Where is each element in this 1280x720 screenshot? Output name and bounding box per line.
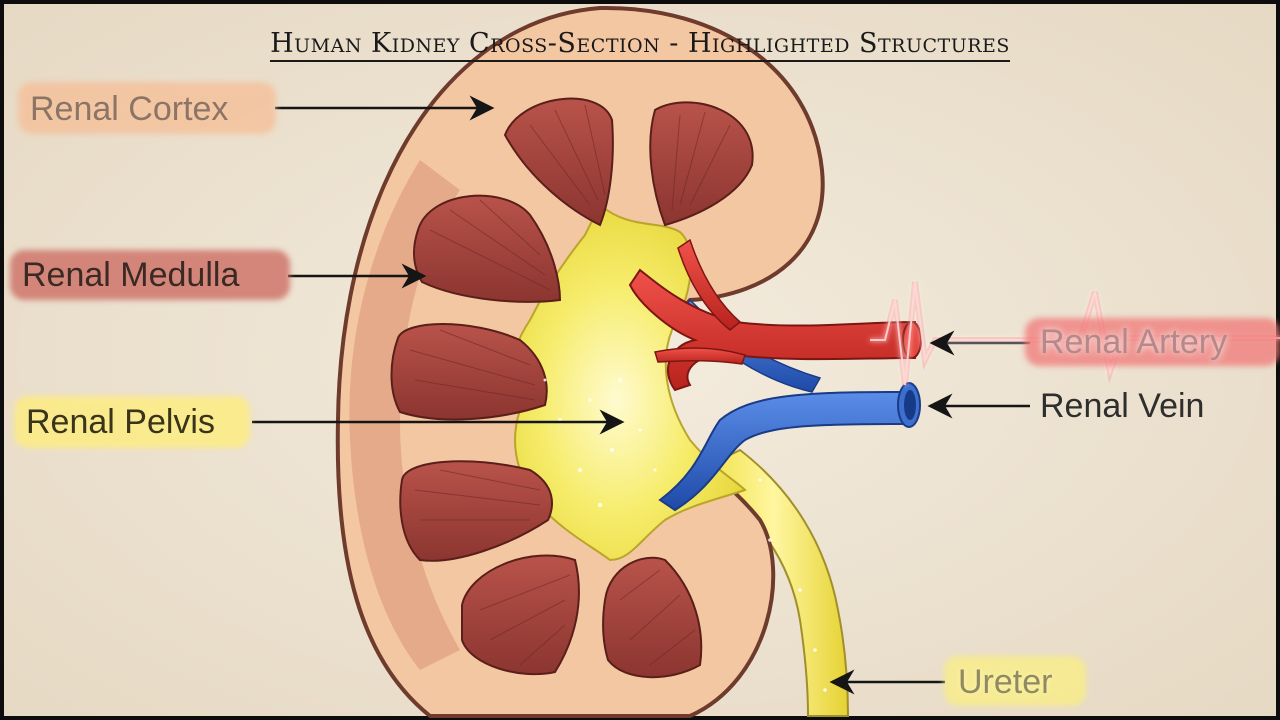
diagram-title: Human Kidney Cross-Section - Highlighted…: [0, 28, 1280, 62]
diagram-title-text: Human Kidney Cross-Section - Highlighted…: [270, 28, 1010, 62]
cortex-shading: [349, 160, 460, 670]
leader-arrows: [252, 95, 1030, 695]
ureter-label: Ureter: [958, 663, 1053, 701]
renal-pelvis-highlight: [14, 396, 250, 448]
renal-artery-highlight: [1025, 318, 1280, 366]
pyramid-bottom-left: [461, 554, 580, 676]
renal-medulla-label: Renal Medulla: [22, 256, 240, 294]
renal-vein-label: Renal Vein: [1040, 387, 1205, 425]
renal-cortex-highlight: [18, 82, 276, 134]
renal-medulla-highlight: [10, 250, 290, 300]
renal-artery-label: Renal Artery: [1040, 323, 1228, 361]
renal-pelvis-label: Renal Pelvis: [26, 403, 215, 441]
ureter-tube: [698, 448, 850, 717]
pyramid-top-left: [503, 97, 614, 227]
pyramid-top-right: [649, 101, 754, 227]
renal-medulla-pyramids: [390, 97, 754, 679]
renal-cortex-label: Renal Cortex: [30, 90, 229, 128]
pyramid-lower-left: [399, 460, 553, 562]
ureter-highlight: [944, 656, 1086, 706]
pyramid-bottom-right: [602, 556, 703, 679]
